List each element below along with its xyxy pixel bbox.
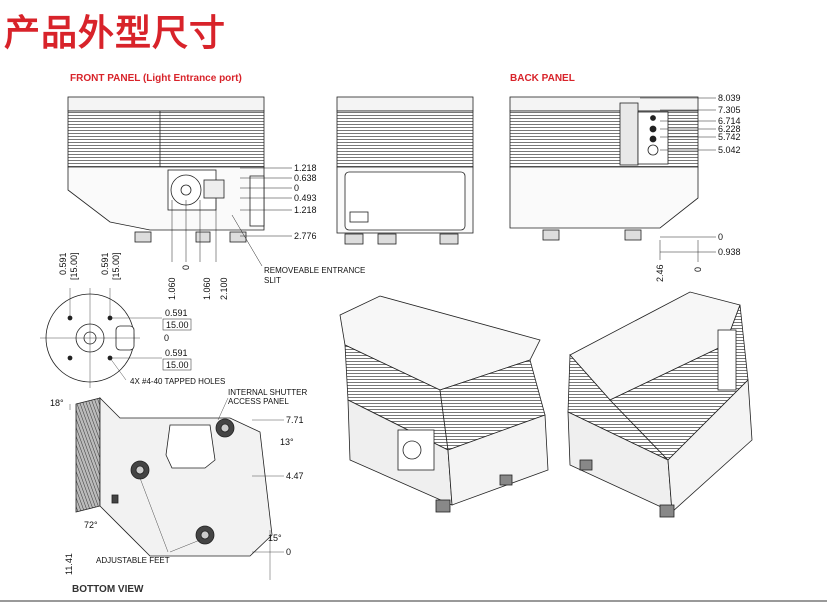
side-panel-drawing [336,96,474,245]
front-panel-drawing [67,96,265,243]
shutter-label-1: INTERNAL SHUTTER [228,388,307,397]
shutter-label-2: ACCESS PANEL [228,397,289,406]
bottom-angle-13: 13° [280,437,294,447]
bottom-dim-1141: 11.41 [64,553,74,575]
bottom-view-heading: BOTTOM VIEW [72,584,144,595]
slit-label-2: SLIT [264,276,281,285]
back-dim-7: 0 [718,232,723,242]
port-right-b: 0.591 [165,348,188,358]
page-title: 产品外型尺寸 [4,13,227,54]
front-dim-4: 0.493 [294,193,317,203]
back-bottom-dim-2: 0 [693,267,703,272]
front-dim-1: 1.218 [294,163,317,173]
back-dim-6: 5.042 [718,145,741,155]
port-top-a: 0.591 [58,252,68,275]
bottom-dim-447: 4.47 [286,471,304,481]
front-bottom-dim-1: 1.060 [167,277,177,300]
footer-rule [0,600,827,602]
port-right-b-box [162,358,192,371]
port-zero: 0 [164,333,169,343]
front-dim-5: 1.218 [294,205,317,215]
port-top-b-mm: [15.00] [111,252,121,280]
front-bottom-dim-lines [171,200,263,267]
tapped-holes-label: 4X #4-40 TAPPED HOLES [130,377,225,386]
back-dim-3: 6.714 [718,116,741,126]
back-panel-drawing [509,96,699,241]
back-panel-heading: BACK PANEL [510,73,575,84]
back-dim-5: 5.742 [718,132,741,142]
port-top-a-mm: [15.00] [69,252,79,280]
front-dim-6: 2.776 [294,231,317,241]
front-bottom-dim-3: 1.060 [202,277,212,300]
bottom-angle-72: 72° [84,520,98,530]
bottom-zero: 0 [286,547,291,557]
port-right-a: 0.591 [165,308,188,318]
front-bottom-dim-4: 2.100 [219,277,229,300]
bottom-angle-18: 18° [50,398,64,408]
port-detail-drawing [40,288,162,388]
back-dim-8: 0.938 [718,247,741,257]
bottom-view-drawing [69,397,284,580]
port-right-a-box [162,318,192,331]
port-right-a-mm: 15.00 [166,320,189,330]
port-right-b-mm: 15.00 [166,360,189,370]
adjustable-feet-label: ADJUSTABLE FEET [96,556,170,565]
front-dim-3: 0 [294,183,299,193]
isometric-view-back [567,291,753,518]
back-dim-2: 7.305 [718,105,741,115]
bottom-angle-15: 15° [268,533,282,543]
isometric-view-front [339,295,549,513]
back-dim-1: 8.039 [718,93,741,103]
back-right-dim-lines [640,97,716,262]
slit-label-1: REMOVEABLE ENTRANCE [264,266,365,275]
bottom-dim-771: 7.71 [286,415,304,425]
front-bottom-dim-2: 0 [181,265,191,270]
front-right-dim-lines [240,167,292,237]
back-bottom-dim-1: 2.46 [655,264,665,282]
port-top-b: 0.591 [100,252,110,275]
back-dim-4: 6.228 [718,124,741,134]
front-dim-2: 0.638 [294,173,317,183]
front-panel-heading: FRONT PANEL (Light Entrance port) [70,73,242,84]
